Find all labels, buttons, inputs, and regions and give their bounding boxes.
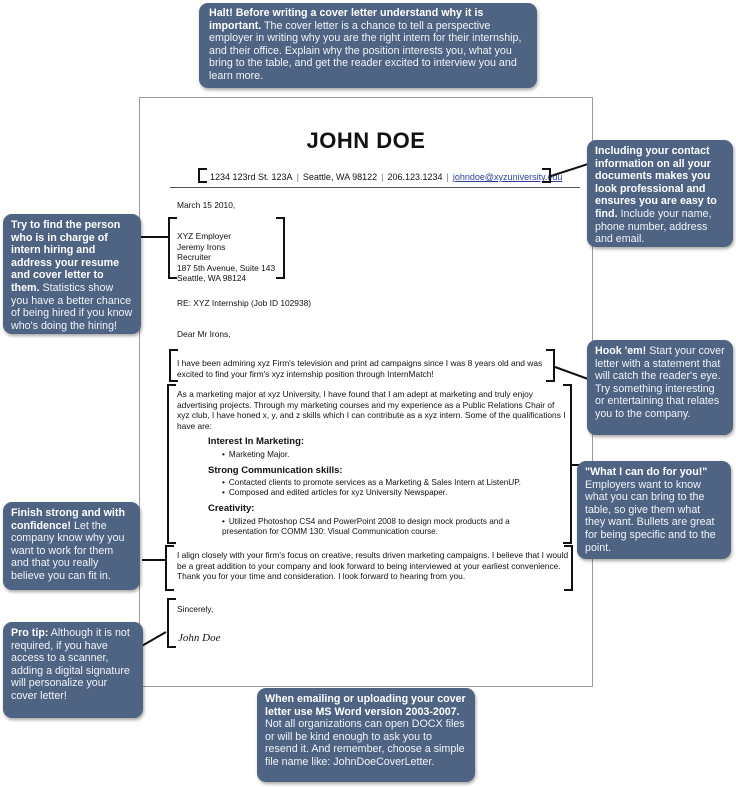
closing-bracket-right [564,545,573,591]
callout-finish-bold: Finish strong and with confidence! [11,507,125,532]
contact-email-link[interactable]: johndoe@xyzuniversity.edu [452,172,563,182]
signature-bracket-left [167,598,176,648]
callout-finish-strong: Finish strong and with confidence! Let t… [3,502,140,590]
recipient-line: Seattle, WA 98124 [177,273,247,283]
recipient-line: 187 5th Avenue, Suite 143 [177,262,276,273]
contact-address: 1234 123rd St. 123A [210,172,293,182]
recipient-line: Recruiter [177,252,211,262]
closing-pointer-line [142,559,167,561]
callout-person-text: Statistics show you have a better chance… [11,281,133,332]
callout-pro-tip: Pro tip: Although it is not required, if… [3,622,143,718]
qualification-list: Utilized Photoshop CS4 and PowerPoint 20… [208,517,558,537]
qualification-heading: Interest In Marketing: [208,436,305,447]
contact-bracket-right [542,168,551,183]
body-bracket-right [563,384,572,544]
qualification-heading: Creativity: [208,503,255,514]
qualification-list: Marketing Major. [208,450,558,460]
recipient-bracket-right [276,217,285,279]
qualification-heading: Strong Communication skills: [208,464,343,476]
callout-whatido-bold: "What I can do for you!" [585,466,708,478]
callout-contact-text: Include your name, phone number, address… [595,207,712,246]
contact-line: 1234 123rd St. 123A|Seattle, WA 98122|20… [210,172,563,182]
signature: John Doe [178,632,221,644]
letter-date: March 15 2010, [177,200,236,210]
callout-hook-text: Start your cover letter with a statement… [595,345,725,420]
callout-contact-bold: Including your contact information on al… [595,145,717,220]
hook-bracket-left [169,349,178,382]
callout-contact-info: Including your contact information on al… [587,140,733,247]
contact-city: Seattle, WA 98122 [302,172,378,182]
recipient-line: Jeremy Irons [177,241,226,252]
contact-phone: 206.123.1234 [387,172,443,182]
qualification-bullet: Composed and edited articles for xyz Uni… [222,488,558,498]
header-divider [170,187,580,188]
qualification-bullet: Utilized Photoshop CS4 and PowerPoint 20… [222,517,553,537]
callout-hook-bold: Hook 'em! [595,345,647,357]
contact-bracket-left [198,168,207,183]
qualification-list: Contacted clients to promote services as… [208,478,558,498]
callout-file-format: When emailing or uploading your cover le… [257,688,475,782]
recipient-pointer-line [140,236,170,238]
re-line: RE: XYZ Internship (Job ID 102938) [177,298,312,308]
recipient-block: XYZ Employer Jeremy Irons Recruiter 187 … [177,231,337,284]
closing-bracket-left [165,545,174,591]
salutation: Dear Mr Irons, [177,329,231,339]
qualification-bullet: Marketing Major. [222,450,558,460]
callout-find-person: Try to find the person who is in charge … [3,214,141,334]
callout-importance-bold: Halt! Before writing a cover letter unde… [209,7,484,32]
callout-finish-text: Let the company know why you want to wor… [11,519,125,582]
recipient-line: XYZ Employer [177,231,231,241]
callout-what-i-can-do: "What I can do for you!" Employers want … [577,461,731,559]
callout-hook: Hook 'em! Start your cover letter with a… [587,340,733,435]
hook-paragraph: I have been admiring xyz Firm's televisi… [177,358,543,379]
callout-person-bold: Try to find the person who is in charge … [11,219,121,294]
callout-email-text: Not all organizations can open DOCX file… [265,718,465,768]
qualification-bullet: Contacted clients to promote services as… [222,478,558,488]
applicant-name: JOHN DOE [306,128,426,153]
hook-bracket-right [546,349,555,382]
callout-protip-text: Although it is not required, if you have… [11,627,130,702]
recipient-bracket-left [168,217,177,279]
signoff: Sincerely, [177,604,214,614]
body-bracket-left [167,384,176,544]
body-intro-paragraph: As a marketing major at xyz University, … [177,389,566,431]
closing-paragraph: I align closely with your firm's focus o… [177,550,569,581]
callout-protip-bold: Pro tip: [11,627,49,639]
callout-importance-text: The cover letter is a chance to tell a p… [209,19,522,82]
callout-email-bold: When emailing or uploading your cover le… [265,693,466,718]
cover-letter-page: JOHN DOE 1234 123rd St. 123A|Seattle, WA… [139,97,593,687]
qualifications-section: Interest In Marketing: Marketing Major. … [208,436,558,543]
callout-importance: Halt! Before writing a cover letter unde… [199,3,537,88]
callout-whatido-text: Employers want to know what you can brin… [585,478,716,554]
